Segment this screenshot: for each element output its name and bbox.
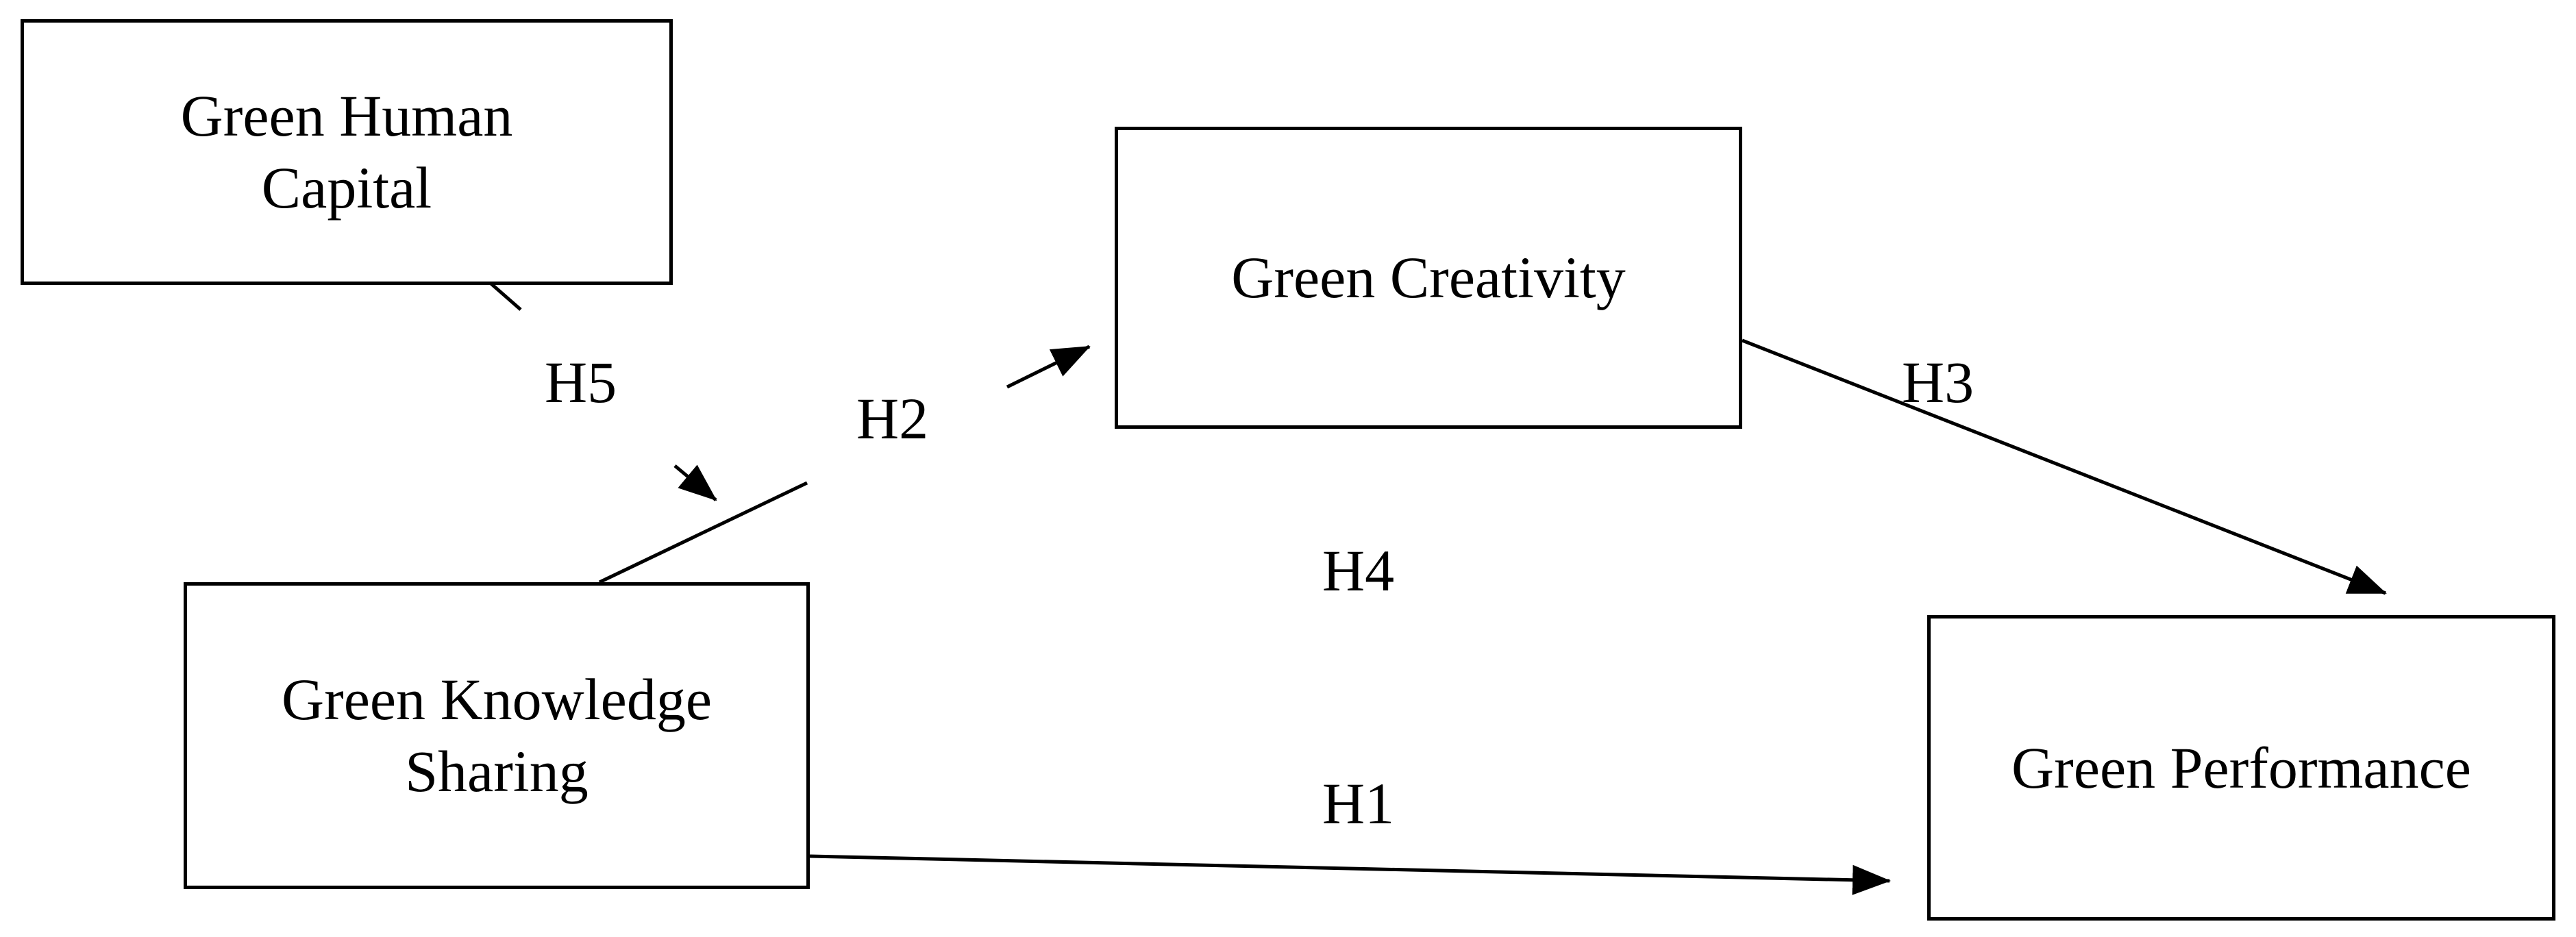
green-performance-label: Green Performance [2011, 734, 2471, 801]
h2-arrow [1006, 345, 1091, 389]
green-knowledge-sharing-label-line1: Green Knowledge [281, 666, 713, 733]
hypothesis-label-h1: H1 [1322, 771, 1395, 836]
h1-arrow [809, 854, 1891, 895]
h3-arrow [1742, 338, 2387, 595]
green-knowledge-sharing-label-line2: Sharing [405, 738, 589, 804]
hypothesis-label-h4: H4 [1322, 538, 1395, 603]
green-human-capital-box: Green Human Capital [21, 19, 673, 285]
hypothesis-label-h3: H3 [1902, 349, 1974, 415]
h5-arrow [673, 464, 717, 501]
green-performance-box: Green Performance [1927, 615, 2555, 921]
h2-arrow-segment-bottom [598, 481, 808, 584]
green-creativity-box: Green Creativity [1115, 127, 1742, 429]
hypothesis-label-h2: H2 [856, 386, 929, 451]
green-knowledge-sharing-box: Green Knowledge Sharing [184, 582, 810, 889]
hypothesis-label-h5: H5 [545, 349, 617, 415]
h5-arrow-segment-top [486, 279, 522, 311]
green-creativity-label: Green Creativity [1231, 245, 1626, 311]
green-human-capital-label-line2: Capital [261, 155, 432, 221]
green-human-capital-label-line1: Green Human [180, 83, 513, 149]
